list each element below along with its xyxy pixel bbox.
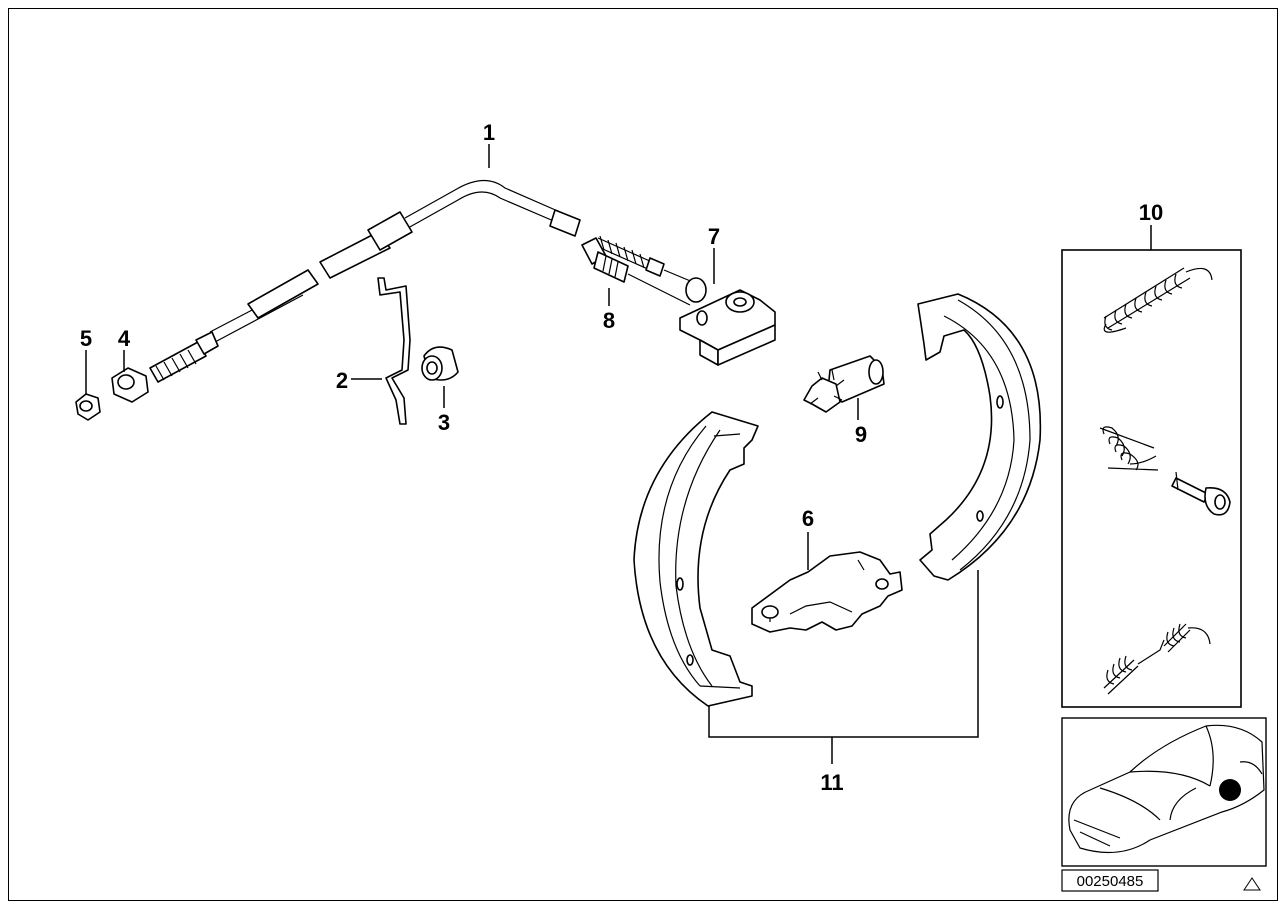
lock-nut[interactable] bbox=[111, 367, 149, 403]
hex-nut[interactable] bbox=[75, 393, 101, 421]
brake-lever-plate[interactable] bbox=[751, 551, 903, 633]
return-spring-pair[interactable] bbox=[1103, 623, 1211, 695]
callout-10: 10 bbox=[1139, 200, 1163, 225]
callout-4: 4 bbox=[118, 326, 131, 351]
handbrake-cable[interactable] bbox=[149, 179, 701, 383]
retaining-clip[interactable] bbox=[377, 277, 411, 425]
brake-shoe-left[interactable] bbox=[633, 411, 759, 707]
hold-down-pin[interactable] bbox=[1171, 471, 1231, 516]
callout-7: 7 bbox=[708, 224, 720, 249]
reference-number-box: 00250485 bbox=[1061, 869, 1159, 892]
grommet[interactable] bbox=[421, 346, 459, 381]
callout-8: 8 bbox=[603, 308, 615, 333]
reference-number: 00250485 bbox=[1077, 873, 1144, 890]
callout-2: 2 bbox=[336, 368, 348, 393]
brake-shoe-right[interactable] bbox=[917, 293, 1042, 581]
cable-bracket[interactable] bbox=[679, 277, 776, 366]
location-marker-icon bbox=[1219, 779, 1241, 801]
vehicle-location-thumbnail bbox=[1061, 717, 1267, 867]
return-spring-large[interactable] bbox=[1103, 267, 1213, 333]
brake-adjuster[interactable] bbox=[803, 355, 885, 413]
warning-triangle-icon bbox=[1243, 877, 1261, 891]
hardware-kit-box[interactable] bbox=[1061, 249, 1242, 708]
callout-1: 1 bbox=[483, 120, 495, 145]
callout-3: 3 bbox=[438, 410, 450, 435]
hold-down-spring[interactable] bbox=[1099, 426, 1159, 471]
callout-9: 9 bbox=[855, 422, 867, 447]
bolt[interactable] bbox=[581, 237, 691, 306]
leader-lines bbox=[85, 144, 1152, 764]
diagram-frame bbox=[8, 8, 1278, 901]
callout-5: 5 bbox=[80, 326, 92, 351]
callout-11: 11 bbox=[820, 770, 843, 795]
callout-6: 6 bbox=[802, 506, 814, 531]
